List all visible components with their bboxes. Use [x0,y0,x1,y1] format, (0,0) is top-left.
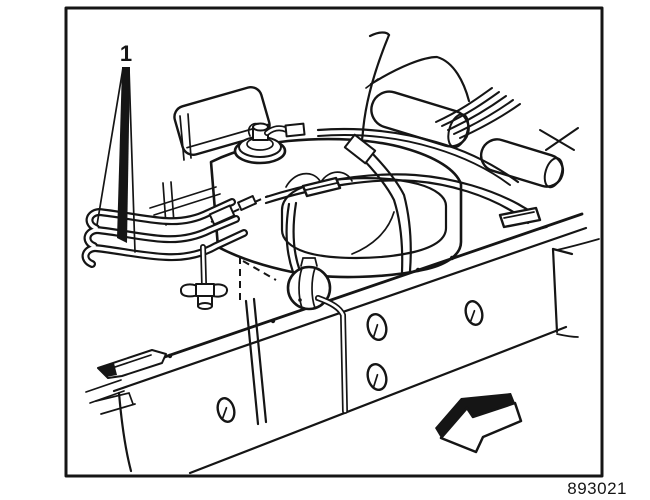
drain-valve [180,244,229,310]
pipe-union [237,195,257,211]
shield-bracket-line [179,115,185,161]
line-bracket-detail [503,211,535,219]
bracket-tip [98,363,117,377]
rail-edge-right [556,238,600,251]
rivet-slot [535,226,548,231]
tank-strap [354,150,404,274]
dashed-leader [242,260,277,281]
dashed-line [210,195,269,223]
cab-floor-line [369,55,471,103]
background-line [149,186,217,209]
hoses-and-components [180,201,348,426]
frame-hole [366,363,388,391]
cab-floor-line [361,33,391,133]
bundle-line [317,134,511,186]
rivet [167,353,173,359]
line-fan [435,87,521,139]
vent-elbow [247,122,259,137]
rivet [270,318,276,324]
rail-end-line [85,379,122,393]
cab-floor-line [365,78,379,89]
fuel-sender-cap [233,122,306,165]
frame-hole [464,300,484,326]
frame-rail [85,212,600,475]
frame-hole [366,313,388,341]
tank-strap-front [252,297,268,424]
callout-label: 1 [120,41,132,66]
fuel-pipes [81,195,277,304]
frame-hole [216,397,236,423]
leader-line [128,67,136,253]
tank-hump [285,172,321,188]
rail-step-line [95,391,134,405]
leader-wedge [117,67,130,243]
rail-left-edge [117,391,133,473]
rail-web-bottom [188,325,568,475]
figure-number: 893021 [567,479,627,498]
pipe-union [208,204,236,226]
leader-line [96,67,124,226]
tank-dome-corner [351,211,395,255]
background-line [170,181,175,224]
shield-bracket-line [187,113,192,159]
rail-flange-inner [112,226,588,393]
rail-section-line [551,247,559,334]
rivet [415,267,421,273]
rivet [449,255,455,261]
tank-strap-front [244,299,260,426]
rail-top-flange [107,212,584,378]
direction-arrow [435,393,523,454]
callout-1: 1 [96,41,136,253]
crossmember-rear [479,138,565,189]
bundle-line [316,127,520,184]
crossing-line [545,127,579,151]
line-clip-detail [305,182,338,191]
rail-web-bottom-right [556,333,579,338]
arrow-face [439,401,523,454]
rail-step-line [100,403,136,415]
strap-clip [343,133,377,165]
vent-hose [285,202,295,274]
crossing-line [539,129,575,151]
vent-hose [292,201,302,273]
tank-strap [364,145,412,273]
fuel-line-bundle [264,127,542,274]
